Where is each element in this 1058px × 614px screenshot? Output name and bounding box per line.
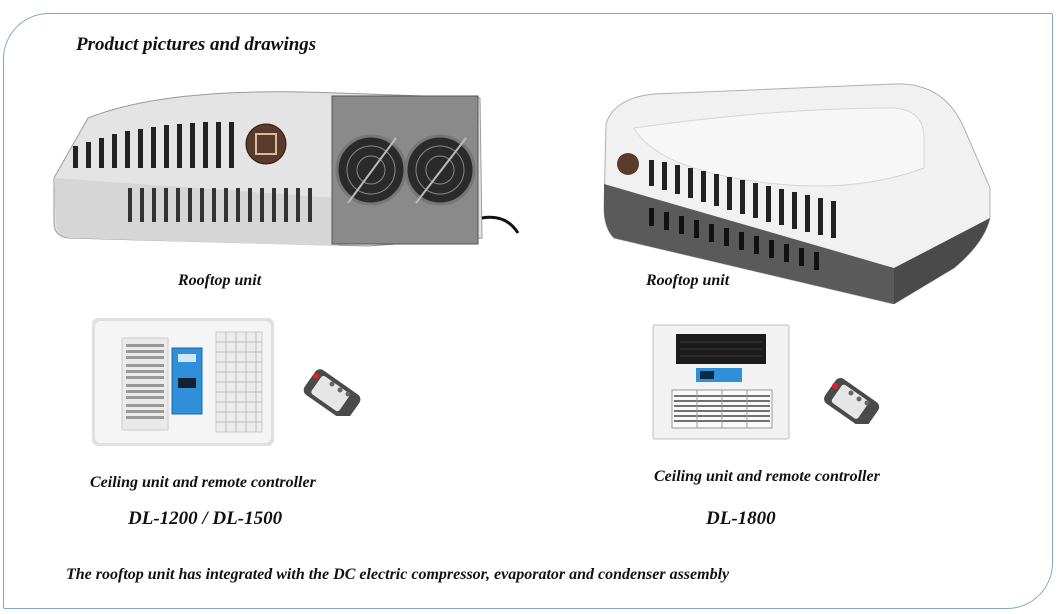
rooftop-unit-dl1800-image — [603, 83, 991, 304]
remote-controller-image-left — [303, 369, 361, 416]
ceiling-unit-caption-right: Ceiling unit and remote controller — [654, 468, 880, 485]
ceiling-unit-caption-left: Ceiling unit and remote controller — [90, 474, 316, 491]
rooftop-unit-caption-left: Rooftop unit — [178, 272, 262, 289]
ceiling-unit-dl1500-image — [92, 318, 274, 446]
ceiling-unit-dl1800-image — [652, 324, 790, 440]
model-label-left: DL-1200 / DL-1500 — [128, 508, 283, 529]
footer-note: The rooftop unit has integrated with the… — [66, 566, 730, 583]
model-label-right: DL-1800 — [706, 508, 776, 529]
rooftop-unit-caption-right: Rooftop unit — [646, 272, 730, 289]
page-title: Product pictures and drawings — [76, 34, 317, 55]
rooftop-unit-dl1500-image — [53, 91, 520, 247]
remote-controller-image-right — [824, 378, 880, 424]
page-frame — [3, 13, 1053, 609]
